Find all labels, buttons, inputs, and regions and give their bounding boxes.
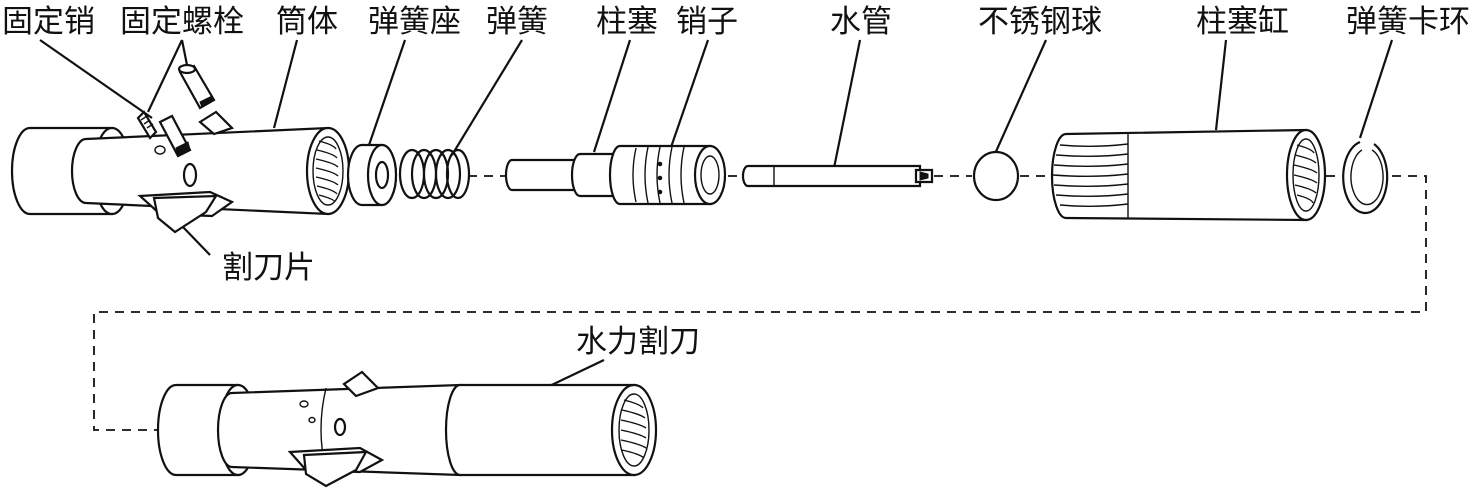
- fixing-pin-part: [136, 110, 158, 140]
- assembled-inner-thread: [620, 399, 647, 459]
- cylinder-outer-thread: [1052, 143, 1129, 207]
- label-steel-ball: 不锈钢球: [978, 4, 1102, 40]
- label-pin: 销子: [676, 4, 738, 40]
- plunger-part: [504, 144, 727, 206]
- cutter-blade-part: [152, 194, 219, 234]
- barrel-inner-thread: [315, 140, 339, 203]
- label-cutter-blade: 割刀片: [222, 250, 315, 286]
- label-fixing-bolt: 固定螺栓: [120, 4, 244, 40]
- assembly-axis: [93, 175, 1427, 431]
- steel-ball-part: [972, 150, 1020, 202]
- water-pipe-part: [741, 164, 934, 188]
- label-barrel: 筒体: [276, 4, 338, 40]
- leader-lines: [39, 39, 1394, 403]
- label-spring-seat: 弹簧座: [368, 4, 461, 40]
- spring-part: [398, 148, 471, 200]
- snap-ring-part: [1342, 140, 1389, 215]
- cylinder-inner-thread: [1293, 144, 1318, 204]
- spring-seat-part: [346, 143, 398, 207]
- label-spring: 弹簧: [486, 4, 548, 40]
- label-spring-snap-ring: 弹簧卡环: [1346, 4, 1470, 40]
- label-water-pipe: 水管: [830, 4, 892, 40]
- pin-region: [632, 146, 685, 204]
- barrel-assembly: [10, 63, 351, 234]
- label-plunger-cylinder: 柱塞缸: [1196, 4, 1289, 40]
- label-plunger: 柱塞: [596, 4, 658, 40]
- fixing-bolt-part: [158, 63, 216, 158]
- label-fixing-pin: 固定销: [2, 4, 95, 40]
- assembled-cutter: [156, 370, 658, 488]
- plunger-cylinder-part: [1050, 128, 1327, 222]
- label-hydraulic-cutter: 水力割刀: [576, 324, 700, 360]
